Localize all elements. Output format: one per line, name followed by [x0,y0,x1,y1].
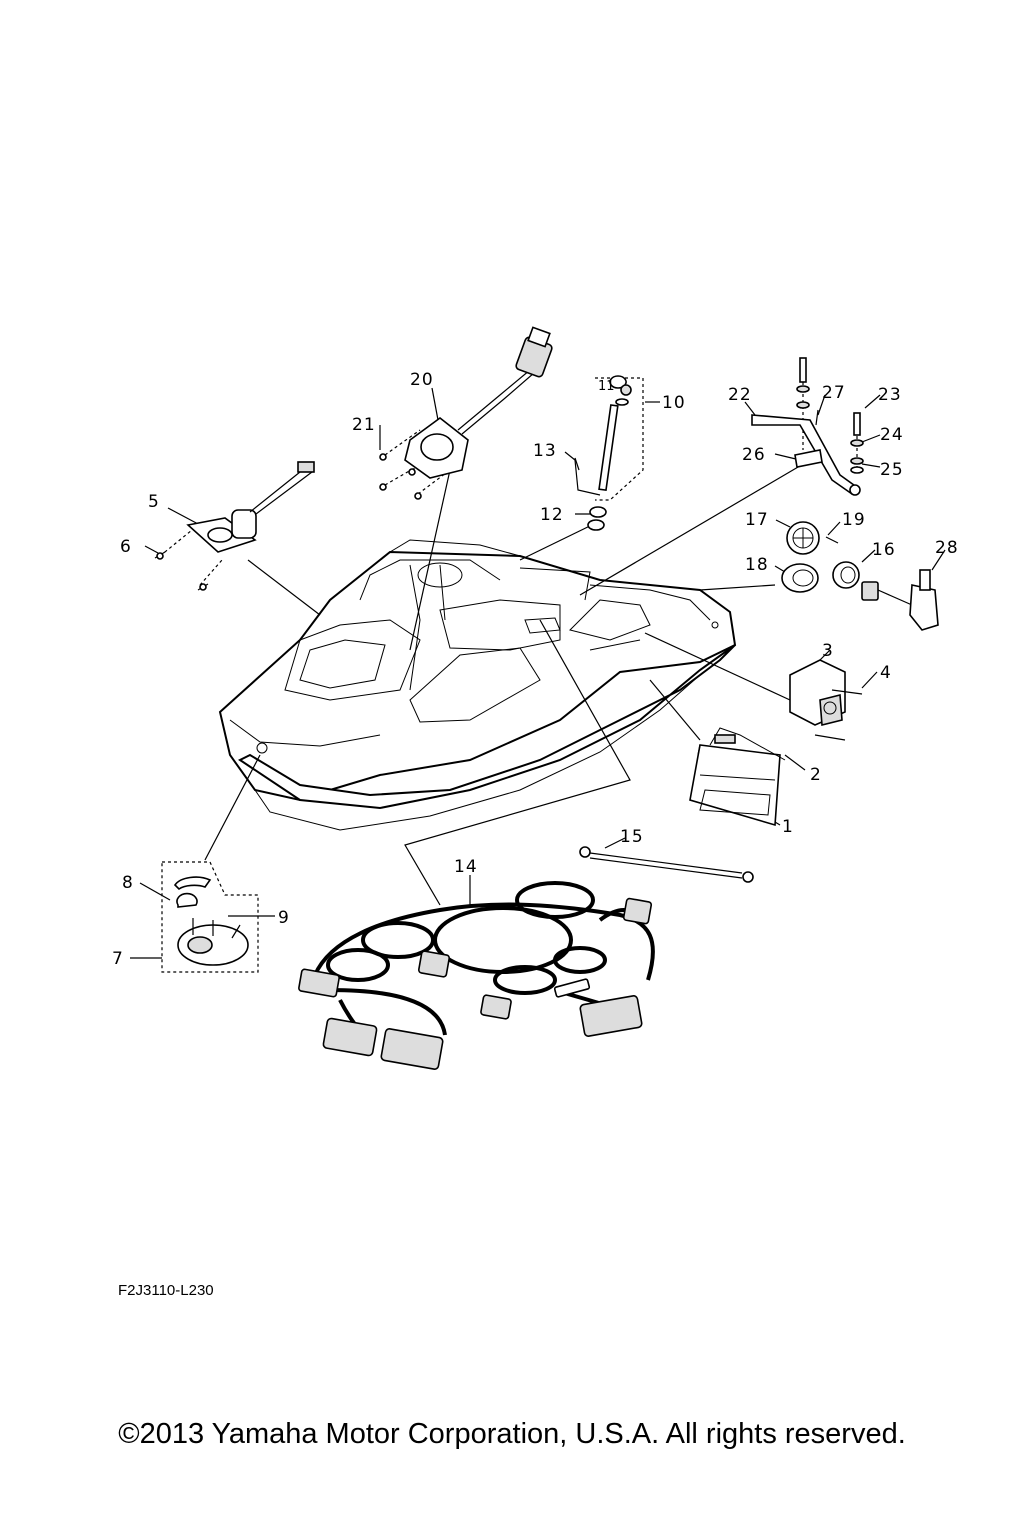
part-16-ring [832,561,860,589]
part-3-box [789,659,863,741]
part-10-tube [598,375,632,492]
callout-13: 13 [533,441,557,461]
callout-12: 12 [540,505,564,525]
part-27-bolt [796,357,819,426]
callout-23: 23 [878,385,902,405]
callout-25: 25 [880,460,904,480]
callout-28: 28 [935,538,959,558]
callout-8: 8 [122,873,134,893]
callout-14: 14 [454,857,478,877]
callout-10: 10 [662,393,686,413]
callout-11: 11 [598,379,615,394]
part-1-tray [689,727,786,827]
callout-27: 27 [822,383,846,403]
part-6-screws [154,551,209,591]
part-21-screws [379,453,422,500]
callout-2: 2 [810,765,822,785]
callout-26: 26 [742,445,766,465]
callout-4: 4 [880,663,892,683]
part-20-plate [404,326,553,479]
callout-9: 9 [278,908,290,928]
callout-20: 20 [410,370,434,390]
part-22-bracket [751,414,861,496]
part-12-grommet [587,506,607,531]
callout-1: 1 [782,817,794,837]
part-17-vent [786,521,839,555]
part-23-bolt [850,412,864,474]
part-7-lamp [177,918,249,966]
callout-22: 22 [728,385,752,405]
drawing-code: F2J3110-L230 [118,1282,214,1299]
boat-hull [218,539,737,831]
callout-19: 19 [842,510,866,530]
part-28-sensor [861,569,939,631]
part-8-lens [173,876,212,908]
callout-24: 24 [880,425,904,445]
copyright-notice: ©2013 Yamaha Motor Corporation, U.S.A. A… [118,1418,906,1450]
callout-21: 21 [352,415,376,435]
leader-lines [130,370,946,973]
callout-7: 7 [112,949,124,969]
part-13-pin [574,457,580,471]
part-15-cable [579,846,754,883]
callout-3: 3 [822,641,834,661]
callout-17: 17 [745,510,769,530]
callout-15: 15 [620,827,644,847]
callout-18: 18 [745,555,769,575]
part-18-ring [781,563,819,593]
callout-6: 6 [120,537,132,557]
callout-5: 5 [148,492,160,512]
part-14-harness [298,881,655,1070]
part-5-sender [186,461,315,553]
callout-labels: 1 2 3 4 5 6 7 8 9 10 11 12 13 14 15 16 1… [112,370,959,969]
callout-16: 16 [872,540,896,560]
